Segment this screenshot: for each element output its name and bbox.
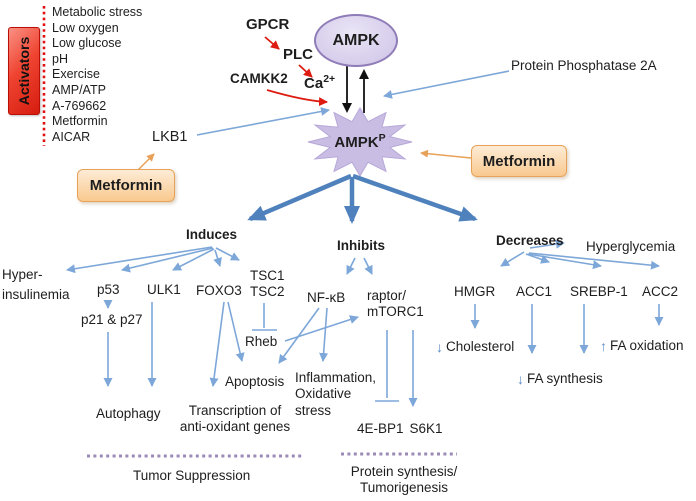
plc-to-ca-arrow	[298, 64, 313, 78]
plc-label: PLC	[283, 46, 313, 63]
hmgr-label: HMGR	[454, 284, 496, 299]
srebp1-label: SREBP-1	[570, 284, 628, 299]
blue-signal-arrows	[66, 70, 664, 407]
decrease-arrow-icon: ↓	[436, 339, 443, 355]
decreases-to-srebp1-arrow	[527, 253, 602, 270]
pp2a-to-ampk-arrow	[383, 70, 510, 99]
camkk2-to-ampk-arrow	[266, 89, 328, 107]
calcium-label: Ca2+	[304, 73, 336, 92]
autophagy-label: Autophagy	[96, 406, 161, 421]
cholesterol-label: ↓ Cholesterol	[436, 339, 515, 355]
apoptosis-label: Apoptosis	[225, 374, 285, 389]
activator-item: pH	[52, 51, 68, 66]
decreases-to-hyperglycemia-arrow	[529, 239, 565, 249]
activators-box: Activators	[8, 27, 40, 115]
gpcr-to-plc-arrow	[264, 36, 280, 50]
foxo3-label: FOXO3	[196, 283, 242, 298]
acc1-label: ACC1	[516, 284, 553, 299]
ampkp-starburst	[307, 107, 413, 177]
decreases-to-hmgr-arrow	[500, 251, 525, 267]
nfkb-label: NF-κB	[307, 290, 346, 305]
gpcr-label: GPCR	[246, 16, 290, 33]
nfkb-to-inflammation-arrow	[319, 307, 329, 362]
increase-arrow-icon: ↑	[600, 338, 607, 354]
induces-heading: Induces	[186, 227, 238, 242]
inhibits-to-nfkb-arrow	[346, 257, 356, 275]
pp2a-label: Protein Phosphatase 2A	[511, 58, 657, 73]
nfkb-to-apoptosis-arrow	[278, 307, 320, 364]
hyperglycemia-label: Hyperglycemia	[586, 239, 676, 254]
lkb1-label: LKB1	[152, 129, 188, 145]
activator-item: Low glucose	[52, 36, 122, 51]
acc2-label: ACC2	[642, 284, 679, 299]
tsc-label: TSC1 TSC2	[250, 268, 285, 300]
metformin-label: Metformin	[89, 177, 163, 194]
ampk-label: AMPK	[332, 31, 380, 49]
decreases-to-acc2-arrow	[528, 252, 660, 270]
activator-item: AMP/ATP	[52, 82, 106, 97]
raptor-mtorc1-label: raptor/ mTORC1	[367, 288, 424, 320]
metformin-right-box: Metformin	[471, 145, 567, 177]
ampkp-to-induces-arrow	[247, 173, 352, 222]
ampkp-label: AMPKP	[334, 132, 386, 151]
activator-item: AICAR	[52, 129, 91, 144]
ulk1-label: ULK1	[147, 282, 181, 297]
foxo3-to-transcription-arrow	[209, 301, 225, 387]
activator-item: Metformin	[52, 114, 108, 129]
metformin-label: Metformin	[482, 152, 556, 170]
activator-item: Low oxygen	[52, 20, 119, 35]
metformin-left-box: Metformin	[77, 169, 175, 202]
activator-item: A-769662	[52, 98, 107, 113]
metformin-to-lkb1-arrow	[136, 153, 155, 172]
decrease-arrow-icon: ↓	[517, 371, 524, 387]
foxo3-to-apoptosis-arrow	[227, 301, 245, 362]
hyperinsulinemia-label: Hyper- insulinemia	[2, 267, 70, 303]
rheb-to-mtorc1-arrow	[284, 315, 359, 342]
activator-item: Exercise	[52, 67, 100, 82]
main-branch-arrows	[247, 173, 478, 224]
fa-oxidation-label: ↑ FA oxidation	[600, 338, 684, 354]
p21-p27-label: p21 & p27	[81, 312, 143, 327]
transcription-label: Transcription of anti-oxidant genes	[179, 403, 291, 435]
fa-synthesis-label: ↓ FA synthesis	[517, 371, 603, 387]
induces-to-tsc-arrow	[215, 247, 240, 261]
metformin-to-ampkp-arrow	[420, 149, 472, 159]
decreases-to-acc1-arrow	[525, 253, 550, 264]
tumor-suppression-label: Tumor Suppression	[133, 468, 251, 483]
protein-synthesis-label: Protein synthesis/ Tumorigenesis	[350, 464, 458, 496]
induces-to-ulk1-arrow	[172, 248, 215, 271]
induces-to-foxo3-arrow	[213, 249, 222, 267]
ampk-node: AMPK	[314, 14, 398, 67]
ampkp-to-decreases-arrow	[352, 173, 478, 222]
rheb-label: Rheb	[245, 334, 278, 349]
induces-to-hyperinsulinemia-arrow	[66, 246, 213, 274]
decreases-heading: Decreases	[496, 233, 564, 248]
induces-to-p53-arrow	[121, 247, 214, 273]
inhibits-heading: Inhibits	[337, 238, 385, 253]
activator-item: Metabolic stress	[52, 5, 143, 19]
inhibits-to-raptor-arrow	[363, 257, 373, 275]
inflammation-label: Inflammation, Oxidative stress	[295, 370, 377, 418]
phosphorylation-arrows	[342, 66, 369, 113]
camkk2-label: CAMKK2	[230, 71, 288, 86]
p53-label: p53	[97, 282, 120, 297]
activators-title: Activators	[16, 36, 32, 106]
lkb1-to-ampk-arrow	[196, 107, 330, 136]
activators-list: Metabolic stress Low oxygen Low glucose …	[52, 5, 142, 145]
metformin-arrows	[136, 149, 472, 172]
red-activation-arrows	[264, 36, 328, 107]
